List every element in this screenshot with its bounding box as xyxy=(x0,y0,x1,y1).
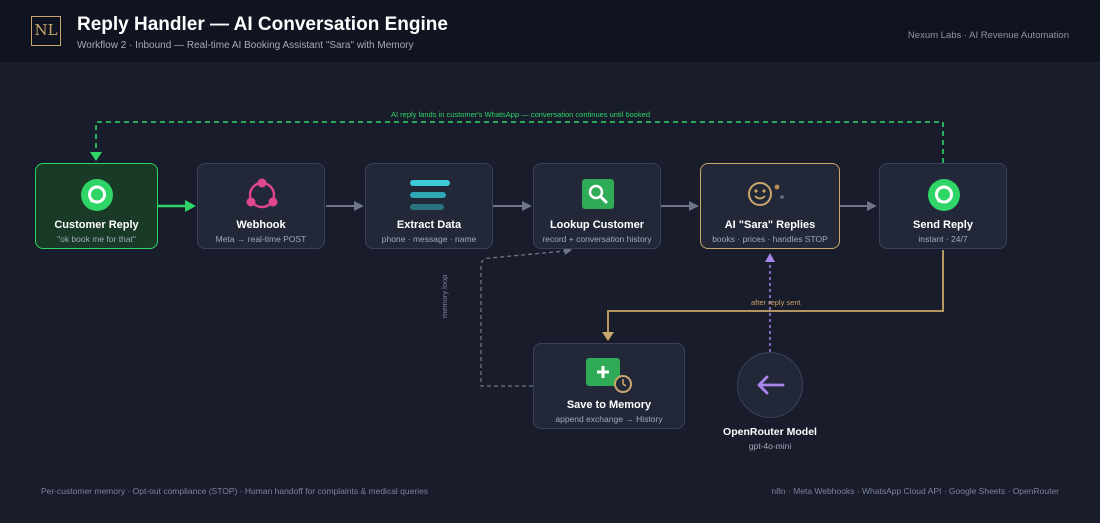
edge-loop-send-to-customer xyxy=(95,121,944,163)
arrowhead-loop xyxy=(90,152,102,161)
node-title: Customer Reply xyxy=(54,219,139,231)
node-title: Lookup Customer xyxy=(549,219,645,231)
whatsapp-icon xyxy=(928,179,960,211)
search-icon xyxy=(582,179,614,209)
page-title: Reply Handler — AI Conversation Engine xyxy=(77,14,448,35)
whatsapp-icon xyxy=(81,179,113,211)
node-ai-sara[interactable]: AI "Sara" Replies books · prices · handl… xyxy=(700,163,840,249)
data-bars-icon xyxy=(410,180,450,210)
nexum-logo: NL xyxy=(31,16,61,46)
webhook-icon xyxy=(246,178,278,209)
openrouter-title: OpenRouter Model xyxy=(723,426,817,438)
node-title: Webhook xyxy=(236,219,286,231)
node-webhook[interactable]: Webhook Meta → real-time POST xyxy=(197,163,325,249)
edge-label-memory-loop: memory loop xyxy=(440,274,449,318)
arrow-left-icon xyxy=(757,375,785,395)
node-save-to-memory[interactable]: Save to Memory append exchange → History xyxy=(533,343,685,429)
node-title: Send Reply xyxy=(913,219,973,231)
brand-tagline: Nexum Labs · AI Revenue Automation xyxy=(907,30,1069,41)
node-subtitle: "ok book me for that" xyxy=(57,234,136,244)
node-lookup-customer[interactable]: Lookup Customer record + conversation hi… xyxy=(533,163,661,249)
node-subtitle: record + conversation history xyxy=(542,234,652,244)
openrouter-subtitle: gpt-4o-mini xyxy=(748,441,792,451)
node-title: Save to Memory xyxy=(566,399,652,411)
node-title: Extract Data xyxy=(396,219,462,231)
edge-memory-loop xyxy=(480,250,566,387)
header-bar: NL Reply Handler — AI Conversation Engin… xyxy=(0,0,1100,62)
footer-left: Per-customer memory · Opt-out compliance… xyxy=(41,486,429,496)
node-extract-data[interactable]: Extract Data phone · message · name xyxy=(365,163,493,249)
node-send-reply[interactable]: Send Reply instant · 24/7 xyxy=(879,163,1007,249)
node-title: AI "Sara" Replies xyxy=(724,219,816,231)
node-subtitle: instant · 24/7 xyxy=(918,234,968,244)
edge-send-to-memory xyxy=(607,250,944,333)
edge-label-after-reply: after reply sent xyxy=(751,298,801,307)
node-customer-reply[interactable]: Customer Reply "ok book me for that" xyxy=(35,163,158,249)
node-subtitle: append exchange → History xyxy=(555,414,663,424)
node-subtitle: phone · message · name xyxy=(381,234,477,244)
edge-label-loop: AI reply lands in customer's WhatsApp — … xyxy=(391,110,651,119)
node-openrouter-model[interactable] xyxy=(737,352,803,418)
node-subtitle: books · prices · handles STOP xyxy=(712,234,828,244)
node-subtitle: Meta → real-time POST xyxy=(215,234,307,244)
ai-face-icon xyxy=(748,182,784,206)
footer-right: n8n · Meta Webhooks · WhatsApp Cloud API… xyxy=(771,486,1059,496)
page-subtitle: Workflow 2 · Inbound — Real-time AI Book… xyxy=(77,40,414,51)
add-history-icon xyxy=(586,358,632,393)
